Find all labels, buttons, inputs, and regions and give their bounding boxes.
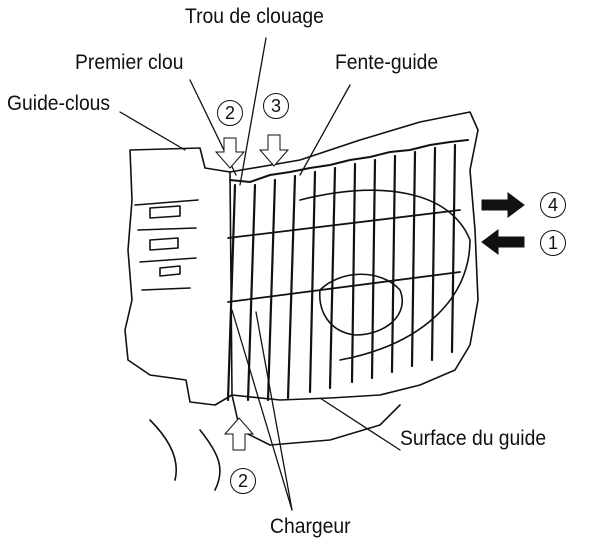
nail-coil: [226, 143, 457, 402]
step-4-marker: 4: [540, 192, 566, 218]
nail-guide-plate: [134, 199, 199, 291]
lower-tool: [149, 394, 401, 491]
arrow-down-2: [214, 137, 246, 169]
arrow-right-4: [481, 192, 525, 218]
guide-slots: [149, 205, 181, 277]
nail-heads-row: [229, 139, 469, 183]
tool-body-outline: [124, 147, 233, 406]
magazine-ring: [299, 189, 471, 361]
arrow-left-1: [481, 229, 525, 255]
label-nail-guide: Guide-clous: [7, 92, 111, 115]
label-first-nail: Premier clou: [75, 51, 184, 74]
leader-lines: [119, 37, 401, 511]
step-2-top-marker: 2: [217, 100, 243, 126]
label-guide-surface: Surface du guide: [400, 427, 547, 450]
label-nailing-hole: Trou de clouage: [185, 5, 324, 28]
magazine-housing-outline: [229, 111, 479, 401]
collation-wire-top: [227, 209, 461, 239]
step-2-bottom-marker: 2: [230, 468, 256, 494]
label-guide-slot: Fente-guide: [335, 51, 439, 74]
collation-wire-bottom: [227, 271, 461, 303]
arrow-up-2: [223, 417, 255, 451]
arrow-down-3: [258, 134, 290, 167]
step-3-marker: 3: [263, 93, 289, 119]
label-magazine: Chargeur: [270, 515, 351, 538]
step-1-marker: 1: [540, 230, 566, 256]
